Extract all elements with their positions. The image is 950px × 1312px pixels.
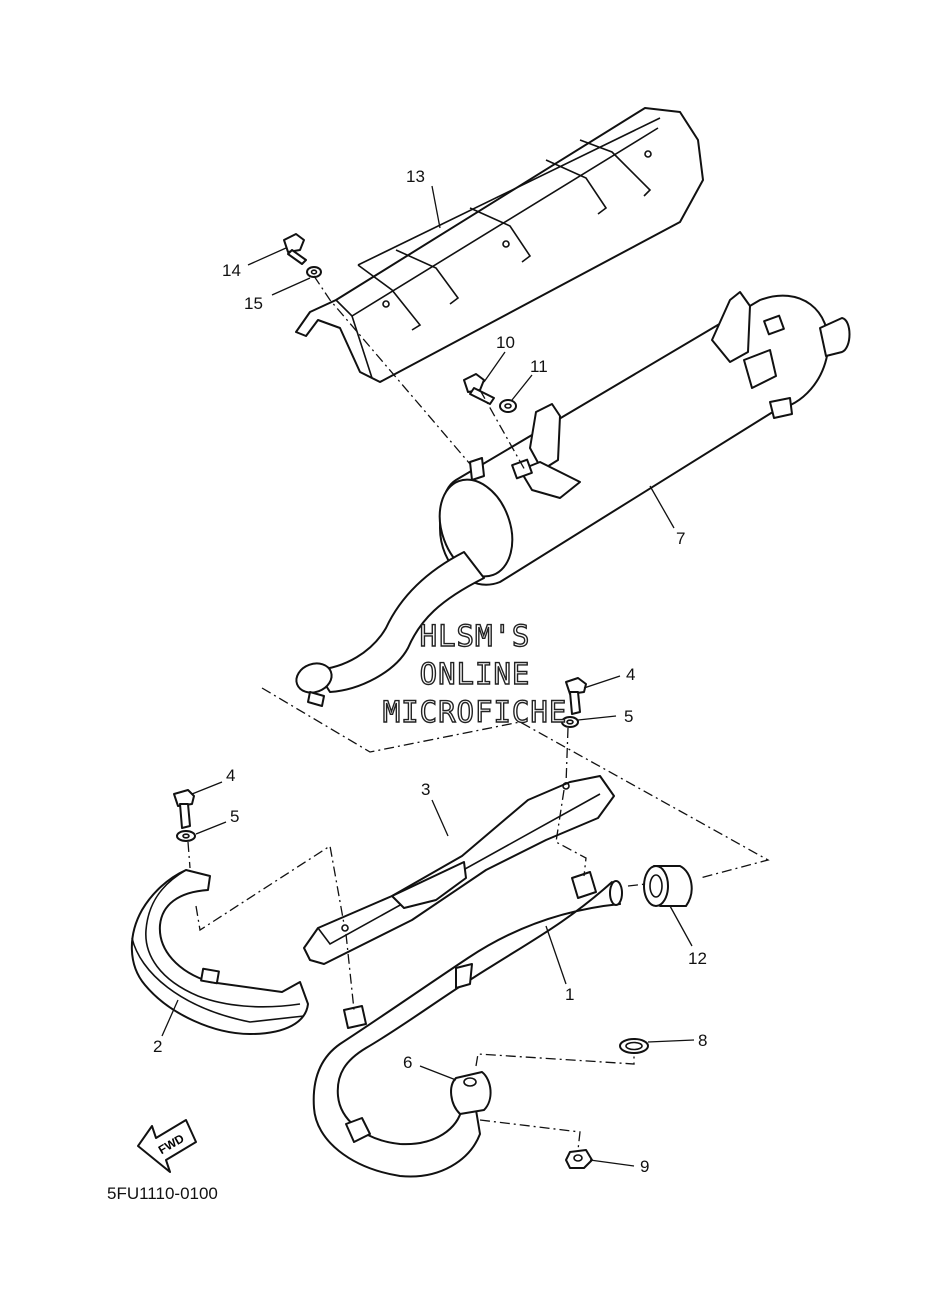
callout-3: 3 [421, 780, 431, 799]
washer-part-5-left [176, 830, 196, 842]
guard-part-2 [130, 869, 309, 1035]
leader-lines [161, 185, 695, 1167]
watermark-line-2: ONLINE [419, 657, 531, 691]
callout-5-upper: 5 [624, 707, 634, 726]
muffler-part-7 [295, 291, 851, 707]
washer-part-15 [306, 266, 322, 278]
nut-part-9 [565, 1149, 593, 1169]
assembly-lines [187, 275, 770, 1151]
forward-arrow-icon: FWD [137, 1119, 197, 1173]
callout-1: 1 [565, 985, 575, 1004]
exhaust-pipe-part-1 [312, 871, 623, 1178]
callout-5-left: 5 [230, 807, 240, 826]
bracket-part-3 [303, 775, 615, 965]
diagram-code: 5FU1110-0100 [107, 1184, 218, 1203]
callout-6: 6 [403, 1053, 413, 1072]
callout-8: 8 [698, 1031, 708, 1050]
bolt-part-10 [463, 373, 495, 405]
callout-11: 11 [530, 357, 548, 376]
callout-15: 15 [244, 294, 263, 313]
callout-2: 2 [153, 1037, 163, 1056]
bolt-part-4-left [173, 789, 195, 829]
gasket-part-8 [619, 1038, 649, 1054]
watermark-line-1: HLSM'S [419, 619, 531, 653]
callout-7: 7 [676, 529, 686, 548]
bolt-part-14 [283, 233, 307, 265]
callout-10: 10 [496, 333, 515, 352]
callout-14: 14 [222, 261, 241, 280]
callout-12: 12 [688, 949, 707, 968]
washer-part-5-upper [561, 716, 579, 728]
heat-protector-part-13 [295, 107, 704, 383]
watermark-line-3: MICROFICHE [382, 695, 568, 729]
callout-13: 13 [406, 167, 425, 186]
callout-4-upper: 4 [626, 665, 636, 684]
callout-9: 9 [640, 1157, 650, 1176]
washer-part-11 [499, 399, 517, 413]
callout-4-left: 4 [226, 766, 236, 785]
gasket-part-12 [643, 865, 693, 907]
bolt-part-4-upper [565, 677, 587, 715]
